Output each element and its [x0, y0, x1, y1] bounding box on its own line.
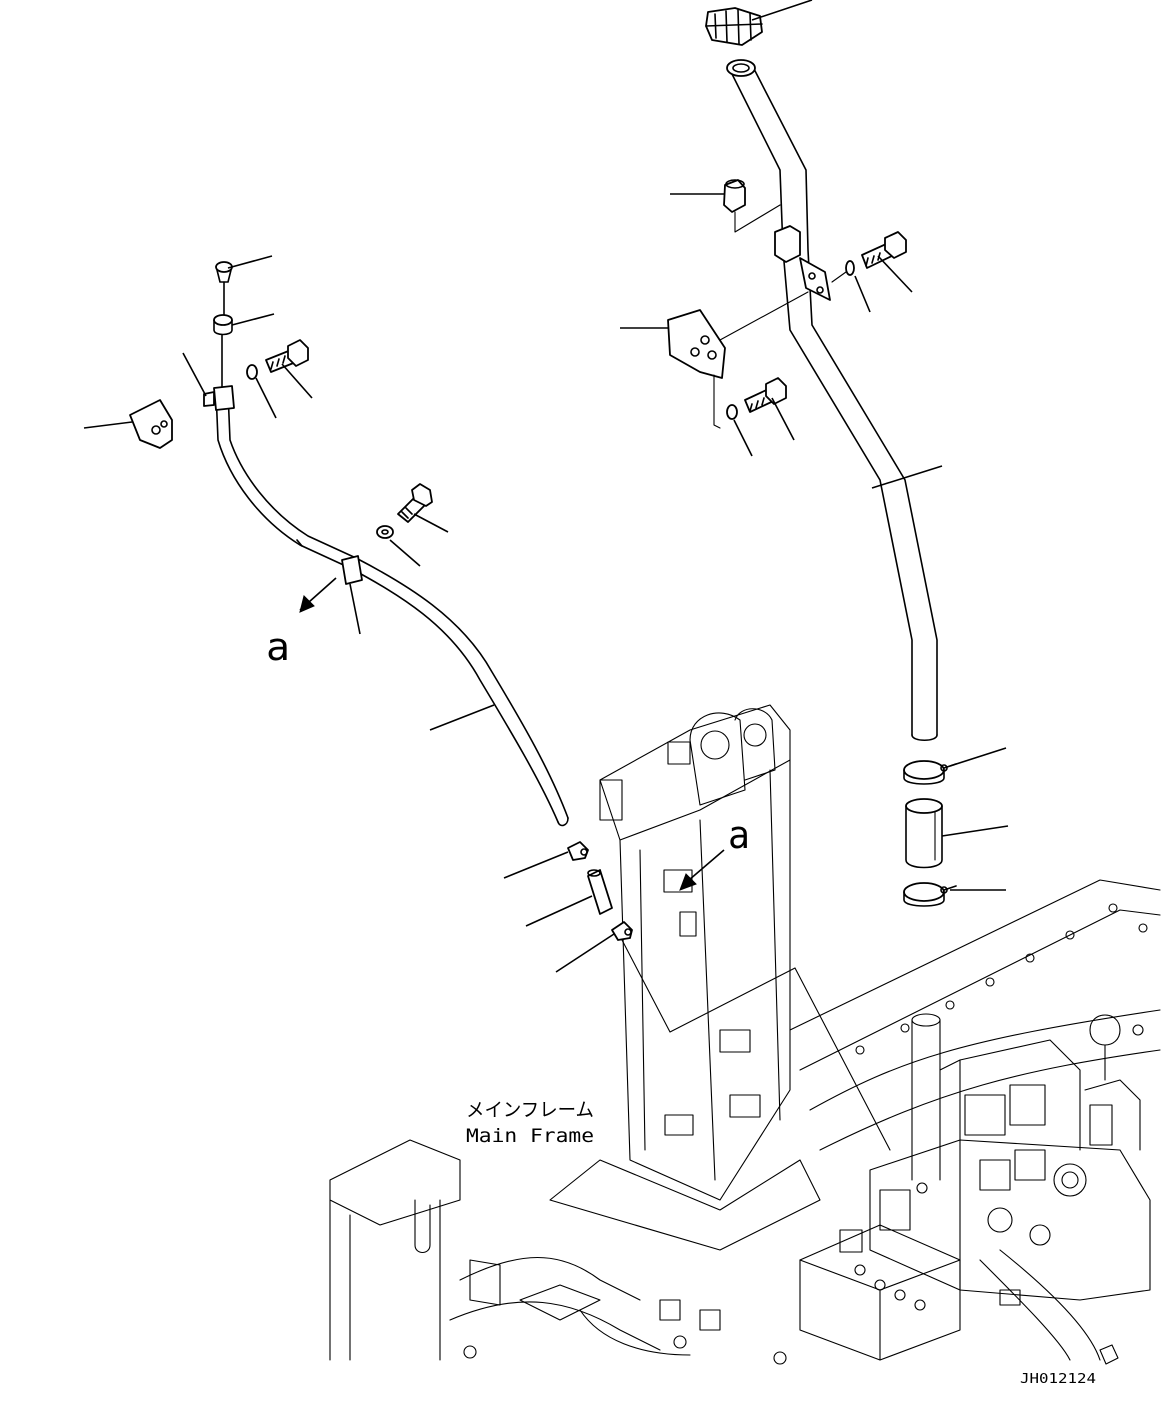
view-mark-a-left: a	[266, 625, 290, 669]
filler-cap	[705, 7, 763, 46]
drawing-id: JH012124	[1020, 1372, 1096, 1387]
main-frame-structure	[329, 704, 1161, 1365]
upper-bolt	[831, 231, 907, 283]
hose-clamp-upper	[903, 760, 957, 785]
drain-fittings	[567, 841, 891, 1151]
main-frame-label-en: Main Frame	[466, 1125, 594, 1147]
filler-pipe	[726, 59, 938, 742]
dipstick-knob	[215, 261, 233, 317]
view-mark-a-right: a	[728, 813, 750, 857]
gauge-bolt-top	[246, 339, 309, 380]
mounting-plate	[667, 291, 809, 429]
view-arrows	[299, 577, 725, 891]
gauge-bracket	[129, 399, 173, 449]
gauge-tube	[203, 385, 569, 827]
hose	[905, 798, 943, 869]
hose-clamp-lower	[903, 882, 957, 907]
lower-bolt	[726, 377, 787, 420]
main-frame-label-jp: メインフレーム	[466, 1099, 594, 1121]
dipstick-assembly	[129, 261, 891, 1151]
oil-filler-assembly	[667, 7, 957, 907]
spacer-nut	[723, 179, 781, 233]
gauge-bolt-mid	[376, 483, 433, 539]
dipstick-sleeve	[213, 314, 233, 391]
leader-lines	[83, 0, 1009, 973]
